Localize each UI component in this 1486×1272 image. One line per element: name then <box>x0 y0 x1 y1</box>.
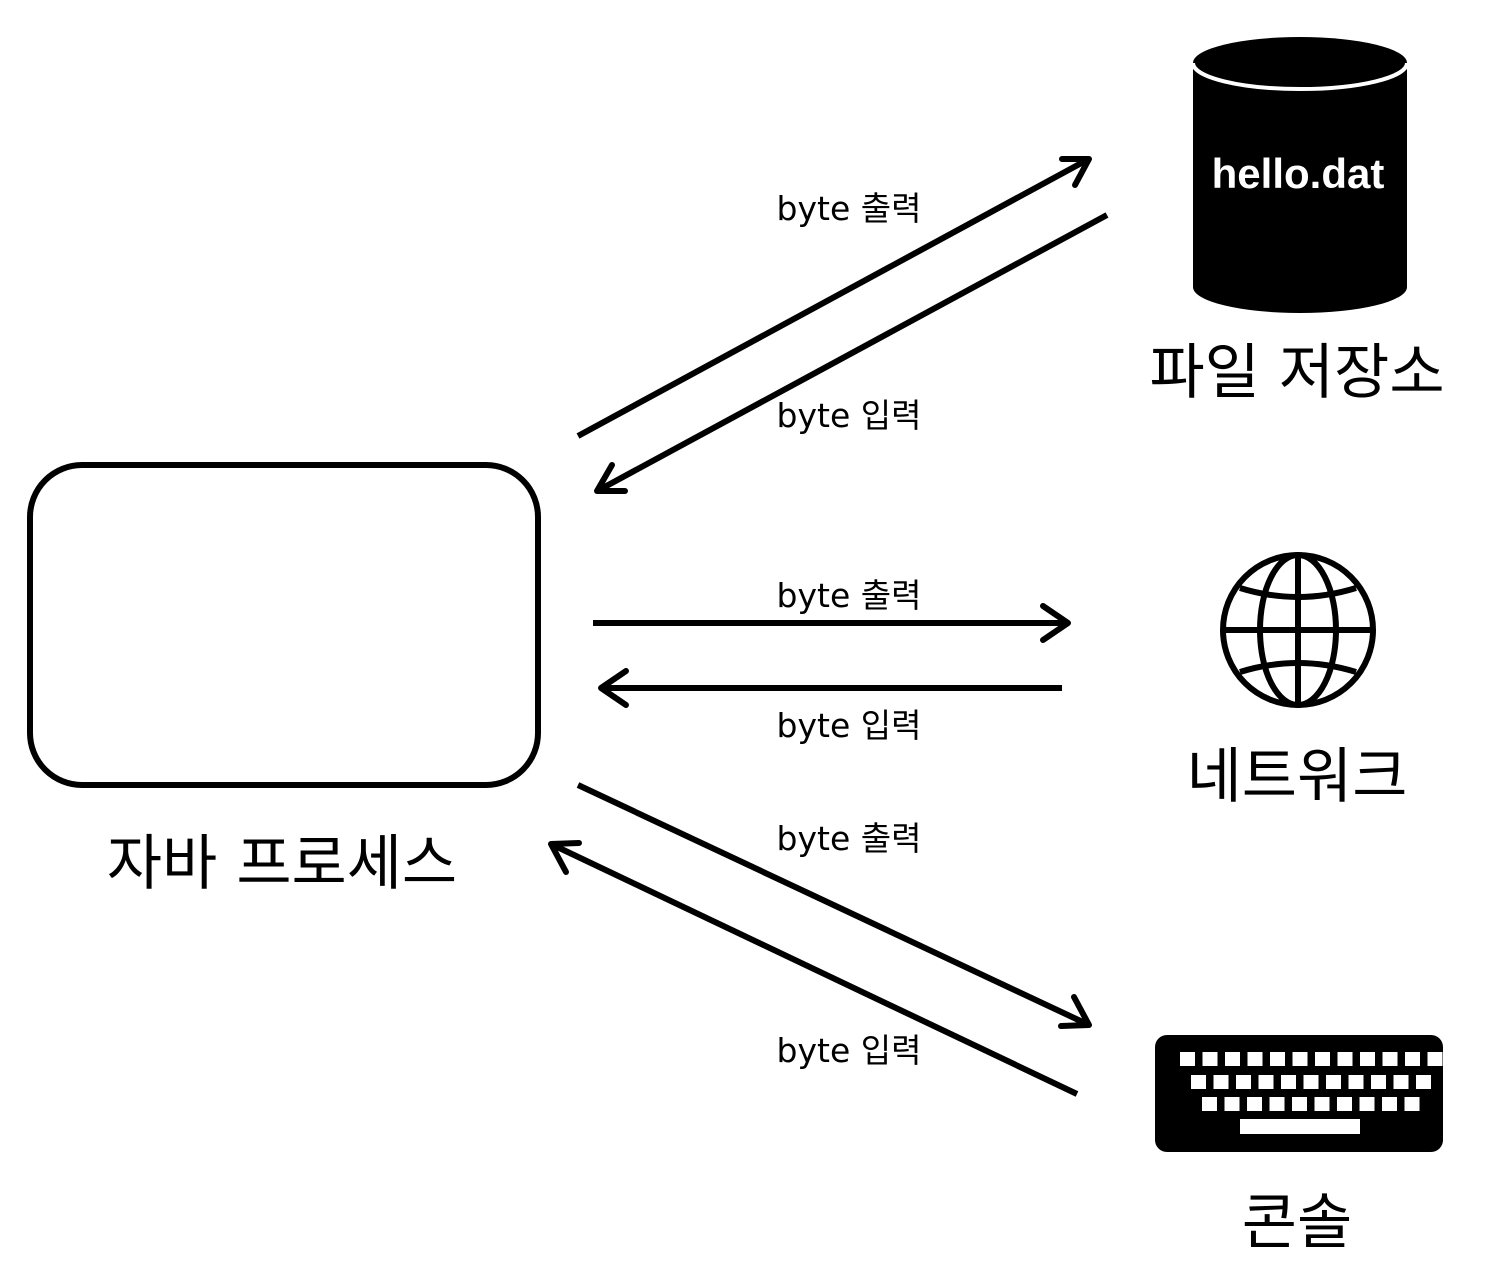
network-output-arrow <box>593 603 1071 643</box>
keyboard-key <box>1202 1097 1217 1111</box>
keyboard-key <box>1337 1097 1352 1111</box>
keyboard-key <box>1360 1052 1375 1066</box>
keyboard-key <box>1224 1097 1240 1111</box>
keyboard-key <box>1269 1097 1285 1111</box>
java-process-label: 자바 프로세스 <box>107 829 457 899</box>
keyboard-key <box>1315 1052 1330 1066</box>
keyboard-key <box>1281 1075 1296 1089</box>
keyboard-icon <box>1155 1035 1443 1152</box>
keyboard-key <box>1326 1075 1341 1089</box>
console-label: 콘솔 <box>1242 1188 1352 1258</box>
network-input-label: byte 입력 <box>777 706 922 745</box>
keyboard-key <box>1270 1052 1285 1066</box>
keyboard-key <box>1427 1052 1443 1066</box>
keyboard-key <box>1180 1052 1195 1066</box>
keyboard-key <box>1359 1097 1375 1111</box>
keyboard-key <box>1314 1097 1330 1111</box>
network-output-label: byte 출력 <box>777 576 922 615</box>
keyboard-key <box>1382 1052 1398 1066</box>
keyboard-key <box>1393 1075 1409 1089</box>
keyboard-key <box>1191 1075 1206 1089</box>
keyboard-key <box>1247 1097 1262 1111</box>
console-output-label: byte 출력 <box>777 819 922 858</box>
keyboard-key <box>1337 1052 1353 1066</box>
console-output-arrow <box>576 782 1092 1029</box>
network-input-arrow <box>598 668 1062 708</box>
keyboard-key <box>1404 1097 1420 1111</box>
file-storage-label: 파일 저장소 <box>1149 338 1444 408</box>
file-output-label: byte 출력 <box>777 189 922 228</box>
keyboard-key <box>1382 1097 1397 1111</box>
file-input-label: byte 입력 <box>777 396 922 435</box>
file-output-arrow <box>576 156 1092 439</box>
file-input-arrow <box>594 212 1109 494</box>
keyboard-key <box>1303 1075 1319 1089</box>
keyboard-key <box>1213 1075 1229 1089</box>
keyboard-key <box>1292 1097 1307 1111</box>
keyboard-key <box>1416 1075 1431 1089</box>
keyboard-key <box>1247 1052 1263 1066</box>
keyboard-key <box>1348 1075 1364 1089</box>
keyboard-key <box>1258 1075 1274 1089</box>
console-input-arrow <box>548 840 1079 1097</box>
keyboard-key <box>1225 1052 1240 1066</box>
globe-icon <box>1220 552 1376 708</box>
keyboard-key <box>1405 1052 1420 1066</box>
keyboard-key <box>1202 1052 1218 1066</box>
keyboard-spacebar <box>1240 1119 1360 1134</box>
keyboard-key <box>1236 1075 1251 1089</box>
file-name-label: hello.dat <box>1212 150 1385 197</box>
network-label: 네트워크 <box>1187 742 1408 812</box>
database-cylinder-icon <box>1191 37 1409 313</box>
java-process-box <box>27 462 541 788</box>
keyboard-key <box>1371 1075 1386 1089</box>
console-input-label: byte 입력 <box>777 1031 922 1070</box>
keyboard-key <box>1292 1052 1308 1066</box>
